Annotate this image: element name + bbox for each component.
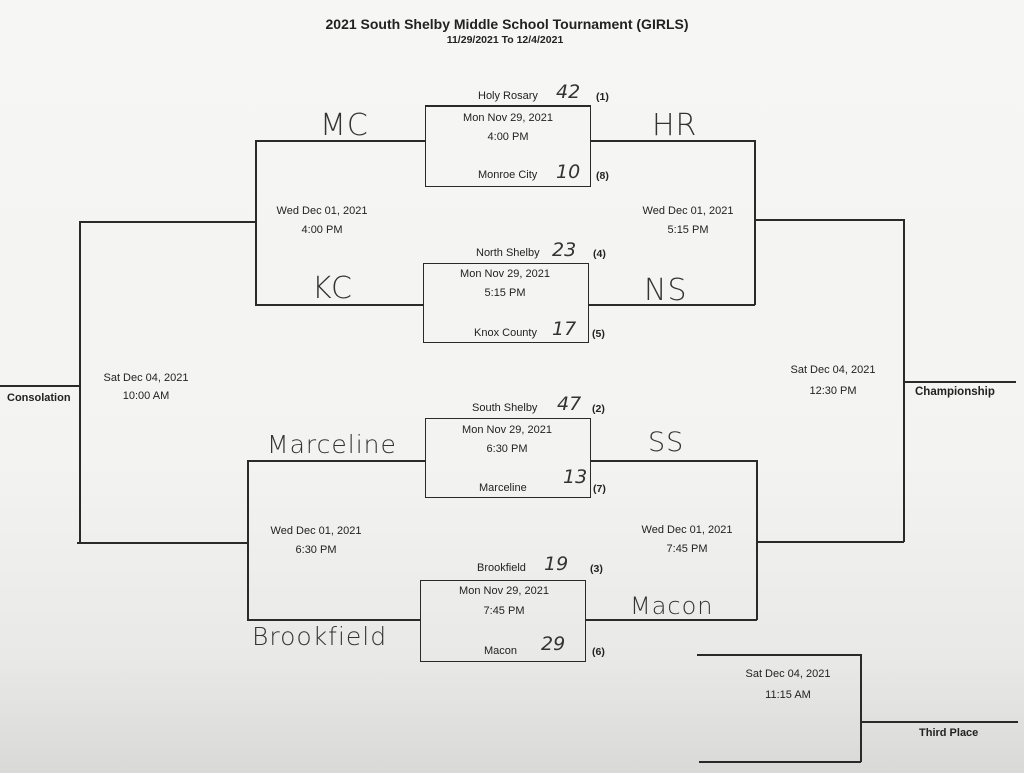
semi-rb-vert <box>756 460 758 620</box>
game1-bottom-seed: (8) <box>596 170 609 182</box>
handwritten-hr: HR <box>652 108 698 143</box>
semi-rb-bottom-line <box>586 619 757 621</box>
game2-top-seed: (4) <box>593 248 606 260</box>
semi-rt-top-line <box>591 140 755 142</box>
game1-bottom-team: Monroe City <box>478 169 538 181</box>
game4-top-score: 19 <box>544 553 569 575</box>
semi-lb-date: Wed Dec 01, 2021 <box>270 525 362 537</box>
handwritten-kc: KC <box>312 271 353 306</box>
consolation-bottom-line <box>77 542 248 544</box>
game4-time: 7:45 PM <box>483 605 525 617</box>
championship-label: Championship <box>915 386 995 398</box>
game4-top-seed: (3) <box>590 563 603 575</box>
game3-top-seed: (2) <box>592 403 605 415</box>
third-place-time: 11:15 AM <box>765 689 811 701</box>
game2-bottom-team: Knox County <box>474 327 537 339</box>
semi-lt-date: Wed Dec 01, 2021 <box>276 205 368 217</box>
semi-rb-top-line <box>591 460 756 462</box>
semi-lb-top-line <box>248 460 425 462</box>
handwritten-ss: SS <box>648 427 685 458</box>
semi-rb-date: Wed Dec 01, 2021 <box>641 524 733 536</box>
third-bottom-line <box>699 761 861 763</box>
game3-date: Mon Nov 29, 2021 <box>462 424 552 436</box>
consolation-vert <box>79 221 81 543</box>
game1-top-seed: (1) <box>596 91 609 103</box>
consolation-label: Consolation <box>7 392 71 404</box>
consolation-top-line <box>80 221 255 223</box>
semi-lb-time: 6:30 PM <box>295 544 337 556</box>
third-place-label: Third Place <box>919 727 979 739</box>
game2-top-score: 23 <box>552 239 577 261</box>
game4-date: Mon Nov 29, 2021 <box>459 585 549 597</box>
semi-rt-date: Wed Dec 01, 2021 <box>642 205 734 217</box>
consolation-time: 10:00 AM <box>122 390 170 402</box>
third-place-date: Sat Dec 04, 2021 <box>745 668 831 680</box>
semi-rt-time: 5:15 PM <box>667 224 709 236</box>
third-vert <box>860 654 862 762</box>
game2-bottom-score: 17 <box>552 318 577 340</box>
game1-bottom-score: 10 <box>556 161 581 183</box>
semi-lt-top-line <box>255 140 425 142</box>
game3-top-team: South Shelby <box>472 402 538 414</box>
game1-date: Mon Nov 29, 2021 <box>463 112 553 124</box>
semi-rt-bottom-line <box>589 304 755 306</box>
page-title: 2021 South Shelby Middle School Tourname… <box>325 16 689 32</box>
game3-top-score: 47 <box>557 393 582 415</box>
handwritten-marceline: Marceline <box>267 430 397 459</box>
third-top-line <box>697 654 861 656</box>
game2-time: 5:15 PM <box>484 287 526 299</box>
game1-top-team: Holy Rosary <box>478 90 538 102</box>
handwritten-ns: NS <box>644 273 688 308</box>
championship-time: 12:30 PM <box>809 385 857 397</box>
game4-bottom-team: Macon <box>484 645 518 657</box>
game1-box <box>425 105 591 187</box>
championship-bottom-line <box>757 541 904 543</box>
game4-top-team: Brookfield <box>477 562 526 574</box>
championship-date: Sat Dec 04, 2021 <box>790 364 876 376</box>
game1-time: 4:00 PM <box>487 131 529 143</box>
game1-top-score: 42 <box>556 81 581 103</box>
championship-vert <box>903 219 905 542</box>
game3-bottom-team: Marceline <box>479 482 527 494</box>
game2-box <box>423 263 589 343</box>
consolation-date: Sat Dec 04, 2021 <box>103 372 189 384</box>
consolation-out-line <box>0 385 80 387</box>
semi-rb-time: 7:45 PM <box>666 543 708 555</box>
game2-top-team: North Shelby <box>476 247 540 259</box>
handwritten-mc: MC <box>320 108 369 143</box>
handwritten-brookfield: Brookfield <box>252 622 388 651</box>
semi-lb-bottom-line <box>247 619 420 621</box>
tournament-dates: 11/29/2021 To 12/4/2021 <box>446 34 564 46</box>
championship-top-line <box>755 219 905 221</box>
game4-bottom-seed: (6) <box>592 646 605 658</box>
semi-lt-bottom-line <box>255 304 423 306</box>
third-out-line <box>861 721 1018 723</box>
game3-bottom-score: 13 <box>563 466 588 488</box>
game2-bottom-seed: (5) <box>592 328 605 340</box>
semi-lt-vert <box>255 140 257 305</box>
semi-lt-time: 4:00 PM <box>301 224 343 236</box>
game4-bottom-score: 29 <box>541 633 566 655</box>
game3-box <box>425 418 591 498</box>
semi-lb-vert <box>247 460 249 620</box>
game4-box <box>420 580 586 662</box>
championship-out-line <box>904 381 1016 383</box>
semi-rt-vert <box>754 140 756 305</box>
handwritten-macon: Macon <box>630 592 714 620</box>
game3-time: 6:30 PM <box>486 443 528 455</box>
game3-bottom-seed: (7) <box>593 483 606 495</box>
game2-date: Mon Nov 29, 2021 <box>460 268 550 280</box>
